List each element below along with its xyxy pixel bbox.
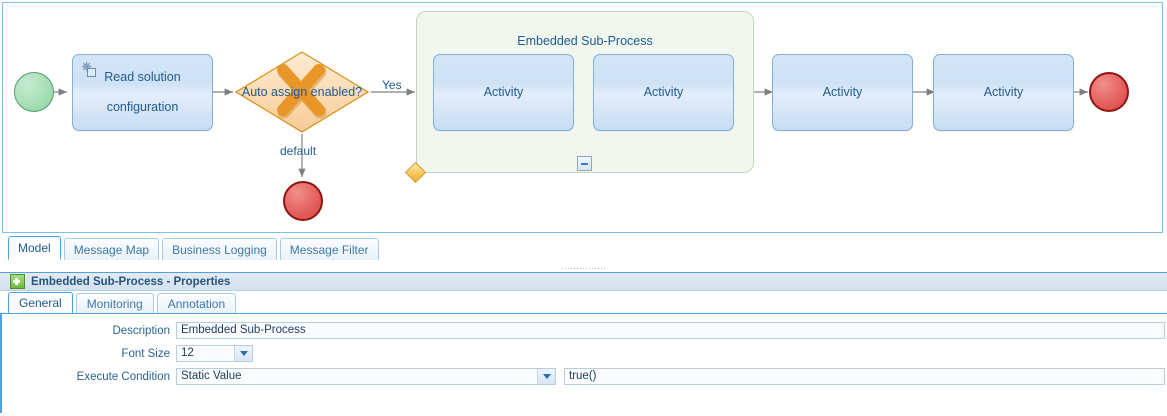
splitter-grip-handle[interactable] — [560, 267, 607, 271]
minus-icon — [581, 162, 588, 165]
activity-label: Activity — [643, 85, 684, 99]
activity-label: Activity — [983, 85, 1024, 99]
editor-view-tabs: Model Message Map Business Logging Messa… — [0, 236, 1167, 260]
properties-tab-annotation[interactable]: Annotation — [156, 293, 237, 313]
tab-message-map[interactable]: Message Map — [63, 238, 160, 260]
tab-business-logging[interactable]: Business Logging — [162, 238, 277, 260]
subprocess-collapse-button[interactable] — [577, 156, 592, 171]
subprocess-title: Embedded Sub-Process — [517, 34, 653, 48]
service-task-read-solution-configuration[interactable]: Read solution configuration — [72, 54, 213, 131]
exclusive-gateway-auto-assign-enabled[interactable]: Auto assign enabled? — [234, 50, 370, 134]
font-size-label: Font Size — [121, 347, 170, 360]
end-event-node[interactable] — [1089, 72, 1129, 112]
form-row-description: Description Embedded Sub-Process — [2, 322, 1167, 339]
plus-icon[interactable] — [10, 274, 25, 289]
properties-header: Embedded Sub-Process - Properties — [0, 273, 1167, 291]
gateway-label: Auto assign enabled? — [241, 85, 363, 99]
service-task-label: Read solution configuration — [92, 70, 192, 115]
execute-condition-expression-input[interactable]: true() — [564, 368, 1165, 385]
execute-condition-dropdown[interactable]: Static Value — [176, 368, 556, 385]
font-size-dropdown[interactable]: 12 — [176, 345, 253, 362]
activity-label: Activity — [483, 85, 524, 99]
activity-node-1[interactable]: Activity — [433, 54, 574, 131]
properties-tab-monitoring[interactable]: Monitoring — [75, 293, 154, 313]
execute-condition-label: Execute Condition — [76, 370, 170, 383]
edge-label-default: default — [280, 144, 317, 158]
activity-node-3[interactable]: Activity — [772, 54, 913, 131]
activity-node-4[interactable]: Activity — [933, 54, 1074, 131]
edge-label-yes: Yes — [382, 78, 402, 92]
form-row-execute-condition: Execute Condition Static Value true() — [2, 368, 1167, 385]
form-row-font-size: Font Size 12 — [2, 345, 1167, 362]
properties-tabs: General Monitoring Annotation — [0, 291, 1167, 313]
properties-tab-general[interactable]: General — [8, 292, 73, 313]
activity-label: Activity — [822, 85, 863, 99]
start-event-node[interactable] — [14, 72, 54, 112]
properties-panel: Embedded Sub-Process - Properties Genera… — [0, 273, 1167, 416]
tab-label: Model — [18, 241, 51, 255]
bpmn-process-canvas[interactable]: Read solution configuration — [2, 2, 1163, 233]
task-label-line1: Read solution — [104, 70, 181, 84]
properties-title: Embedded Sub-Process - Properties — [31, 275, 231, 288]
tab-label: Annotation — [167, 296, 226, 311]
tab-label: Business Logging — [172, 242, 267, 257]
gear-icon — [81, 61, 96, 77]
tab-label: Monitoring — [86, 296, 143, 311]
execute-condition-value: Static Value — [181, 370, 242, 382]
gateway-shape — [234, 51, 370, 133]
tab-message-filter[interactable]: Message Filter — [279, 238, 379, 260]
properties-body-general: Description Embedded Sub-Process Font Si… — [0, 313, 1167, 413]
gateway-x-icon — [277, 64, 327, 119]
activity-node-2[interactable]: Activity — [593, 54, 734, 131]
task-label-line2: configuration — [106, 100, 179, 114]
tab-model[interactable]: Model — [8, 236, 61, 260]
description-label: Description — [112, 324, 170, 337]
tab-label: Message Map — [73, 242, 150, 257]
chevron-down-icon[interactable] — [537, 369, 555, 384]
canvas-inner: Read solution configuration — [3, 3, 1162, 232]
font-size-value: 12 — [181, 347, 194, 359]
description-input[interactable]: Embedded Sub-Process — [176, 322, 1165, 339]
panel-splitter[interactable] — [0, 260, 1167, 273]
tab-label: Message Filter — [289, 242, 369, 257]
tab-label: General — [19, 296, 62, 310]
chevron-down-icon[interactable] — [234, 346, 252, 361]
end-event-default-node[interactable] — [283, 181, 323, 221]
